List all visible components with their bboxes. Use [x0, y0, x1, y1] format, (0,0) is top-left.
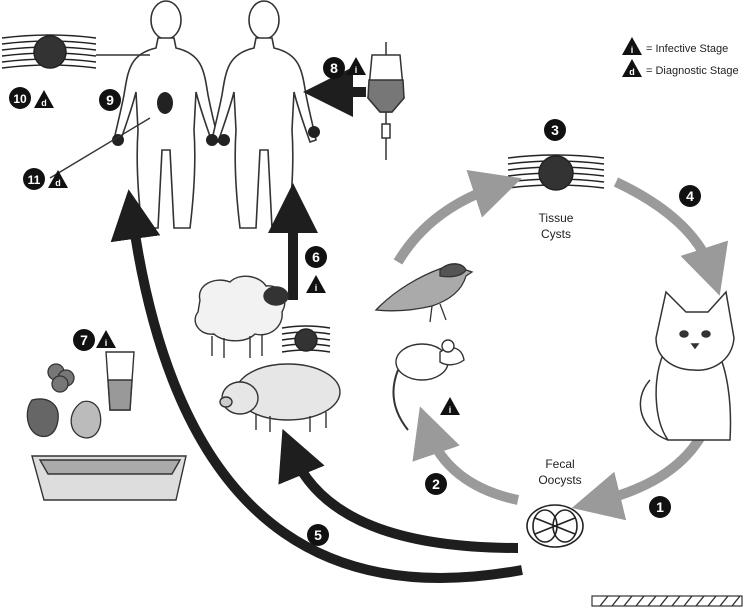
fetus-icon	[157, 92, 173, 114]
svg-text:1: 1	[656, 499, 664, 515]
svg-text:i: i	[449, 405, 452, 415]
human-figure-left	[113, 0, 219, 229]
arrow-oocysts-to-rodent	[412, 406, 520, 505]
svg-text:d: d	[41, 98, 47, 108]
svg-text:d: d	[629, 67, 635, 77]
arrow-oocysts-to-pig	[278, 428, 519, 553]
legend: i = Infective Stage d = Diagnostic Stage	[622, 37, 739, 77]
step-badge-2: 2	[425, 473, 447, 495]
infective-stage-marker-7: i	[96, 330, 116, 348]
step-badge-4: 4	[679, 185, 701, 207]
svg-text:10: 10	[13, 92, 27, 106]
fecal-oocysts-label-line2: Oocysts	[538, 473, 581, 487]
svg-text:i: i	[105, 338, 108, 348]
svg-text:i: i	[631, 45, 634, 55]
oocyst-icon	[526, 504, 584, 548]
arrow-cat-to-oocysts	[571, 435, 705, 521]
tissue-cyst-icon-human	[1, 34, 97, 69]
step-badge-1: 1	[649, 496, 671, 518]
produce-icon	[26, 363, 102, 439]
infective-stage-marker-rodent: i	[440, 397, 460, 415]
svg-text:4: 4	[686, 188, 694, 204]
hand-mark	[206, 134, 218, 146]
hand-mark	[218, 134, 230, 146]
infective-stage-marker-6: i	[306, 275, 326, 293]
rat-icon	[392, 339, 465, 431]
svg-text:3: 3	[551, 122, 559, 138]
svg-text:6: 6	[312, 249, 320, 265]
infective-stage-marker-8: i	[346, 57, 366, 75]
hand-mark	[308, 126, 320, 138]
step-badge-8: 8	[323, 57, 345, 79]
step-badge-7: 7	[73, 329, 95, 351]
legend-infective-icon: i	[622, 37, 642, 55]
step-badge-11: 11	[23, 168, 45, 190]
milk-glass-icon	[105, 351, 135, 411]
arrow-oocysts-to-human	[110, 189, 523, 583]
svg-text:5: 5	[314, 527, 322, 543]
meat-cyst-icon	[281, 325, 331, 353]
human-figure-right	[211, 0, 317, 229]
tissue-cyst-icon	[507, 154, 605, 191]
transfusion-bag-icon	[367, 42, 405, 160]
tissue-cysts-label-line1: Tissue	[539, 211, 574, 225]
legend-diagnostic-label: = Diagnostic Stage	[646, 65, 739, 77]
svg-text:7: 7	[80, 332, 88, 348]
svg-text:i: i	[355, 65, 358, 75]
corner-hatch-bar	[591, 595, 743, 607]
pig-icon	[219, 363, 341, 432]
arrow-to-cat	[613, 177, 729, 296]
litter-box-icon	[31, 455, 187, 501]
step-badge-9: 9	[99, 89, 121, 111]
svg-text:9: 9	[106, 92, 114, 108]
cat-icon	[639, 290, 735, 441]
diagnostic-stage-marker-10: d	[34, 90, 54, 108]
diagnostic-stage-marker-11: d	[48, 170, 68, 188]
svg-text:11: 11	[28, 173, 41, 187]
hand-mark	[112, 134, 124, 146]
fecal-oocysts-label-line1: Fecal	[545, 457, 574, 471]
svg-text:8: 8	[330, 60, 338, 76]
step-badge-6: 6	[305, 246, 327, 268]
bird-icon	[374, 263, 474, 323]
svg-text:d: d	[55, 178, 61, 188]
svg-text:i: i	[315, 283, 318, 293]
legend-infective-label: = Infective Stage	[646, 43, 728, 55]
legend-diagnostic-icon: d	[622, 59, 642, 77]
tissue-cysts-label-line2: Cysts	[541, 227, 571, 241]
step-badge-5: 5	[307, 524, 329, 546]
svg-text:2: 2	[432, 476, 440, 492]
pointer-line	[49, 117, 151, 179]
sheep-icon	[194, 275, 289, 358]
arrow-to-tissue-cysts	[393, 169, 522, 265]
step-badge-10: 10	[9, 87, 31, 109]
step-badge-3: 3	[544, 119, 566, 141]
